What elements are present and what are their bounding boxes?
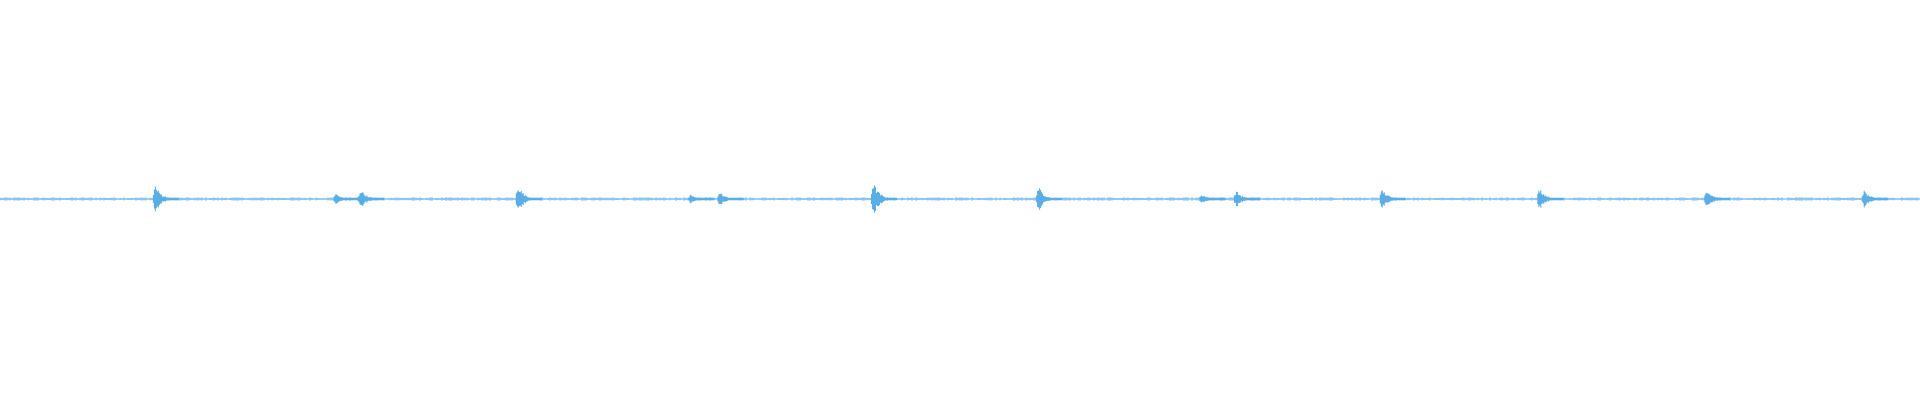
waveform-burst — [1199, 195, 1226, 203]
waveform-burst — [1379, 190, 1406, 208]
waveform-burst — [717, 193, 744, 205]
waveform-burst — [1036, 188, 1063, 210]
waveform-burst — [152, 186, 179, 212]
waveform-burst — [515, 190, 542, 208]
waveform-burst — [871, 185, 897, 213]
waveform-burst — [1537, 190, 1564, 208]
waveform-burst — [688, 194, 715, 204]
waveform-burst — [333, 194, 360, 204]
waveform-burst — [358, 192, 385, 206]
waveform-burst — [1704, 192, 1731, 206]
waveform-burst — [1233, 191, 1260, 207]
waveform-burst — [1861, 190, 1888, 208]
